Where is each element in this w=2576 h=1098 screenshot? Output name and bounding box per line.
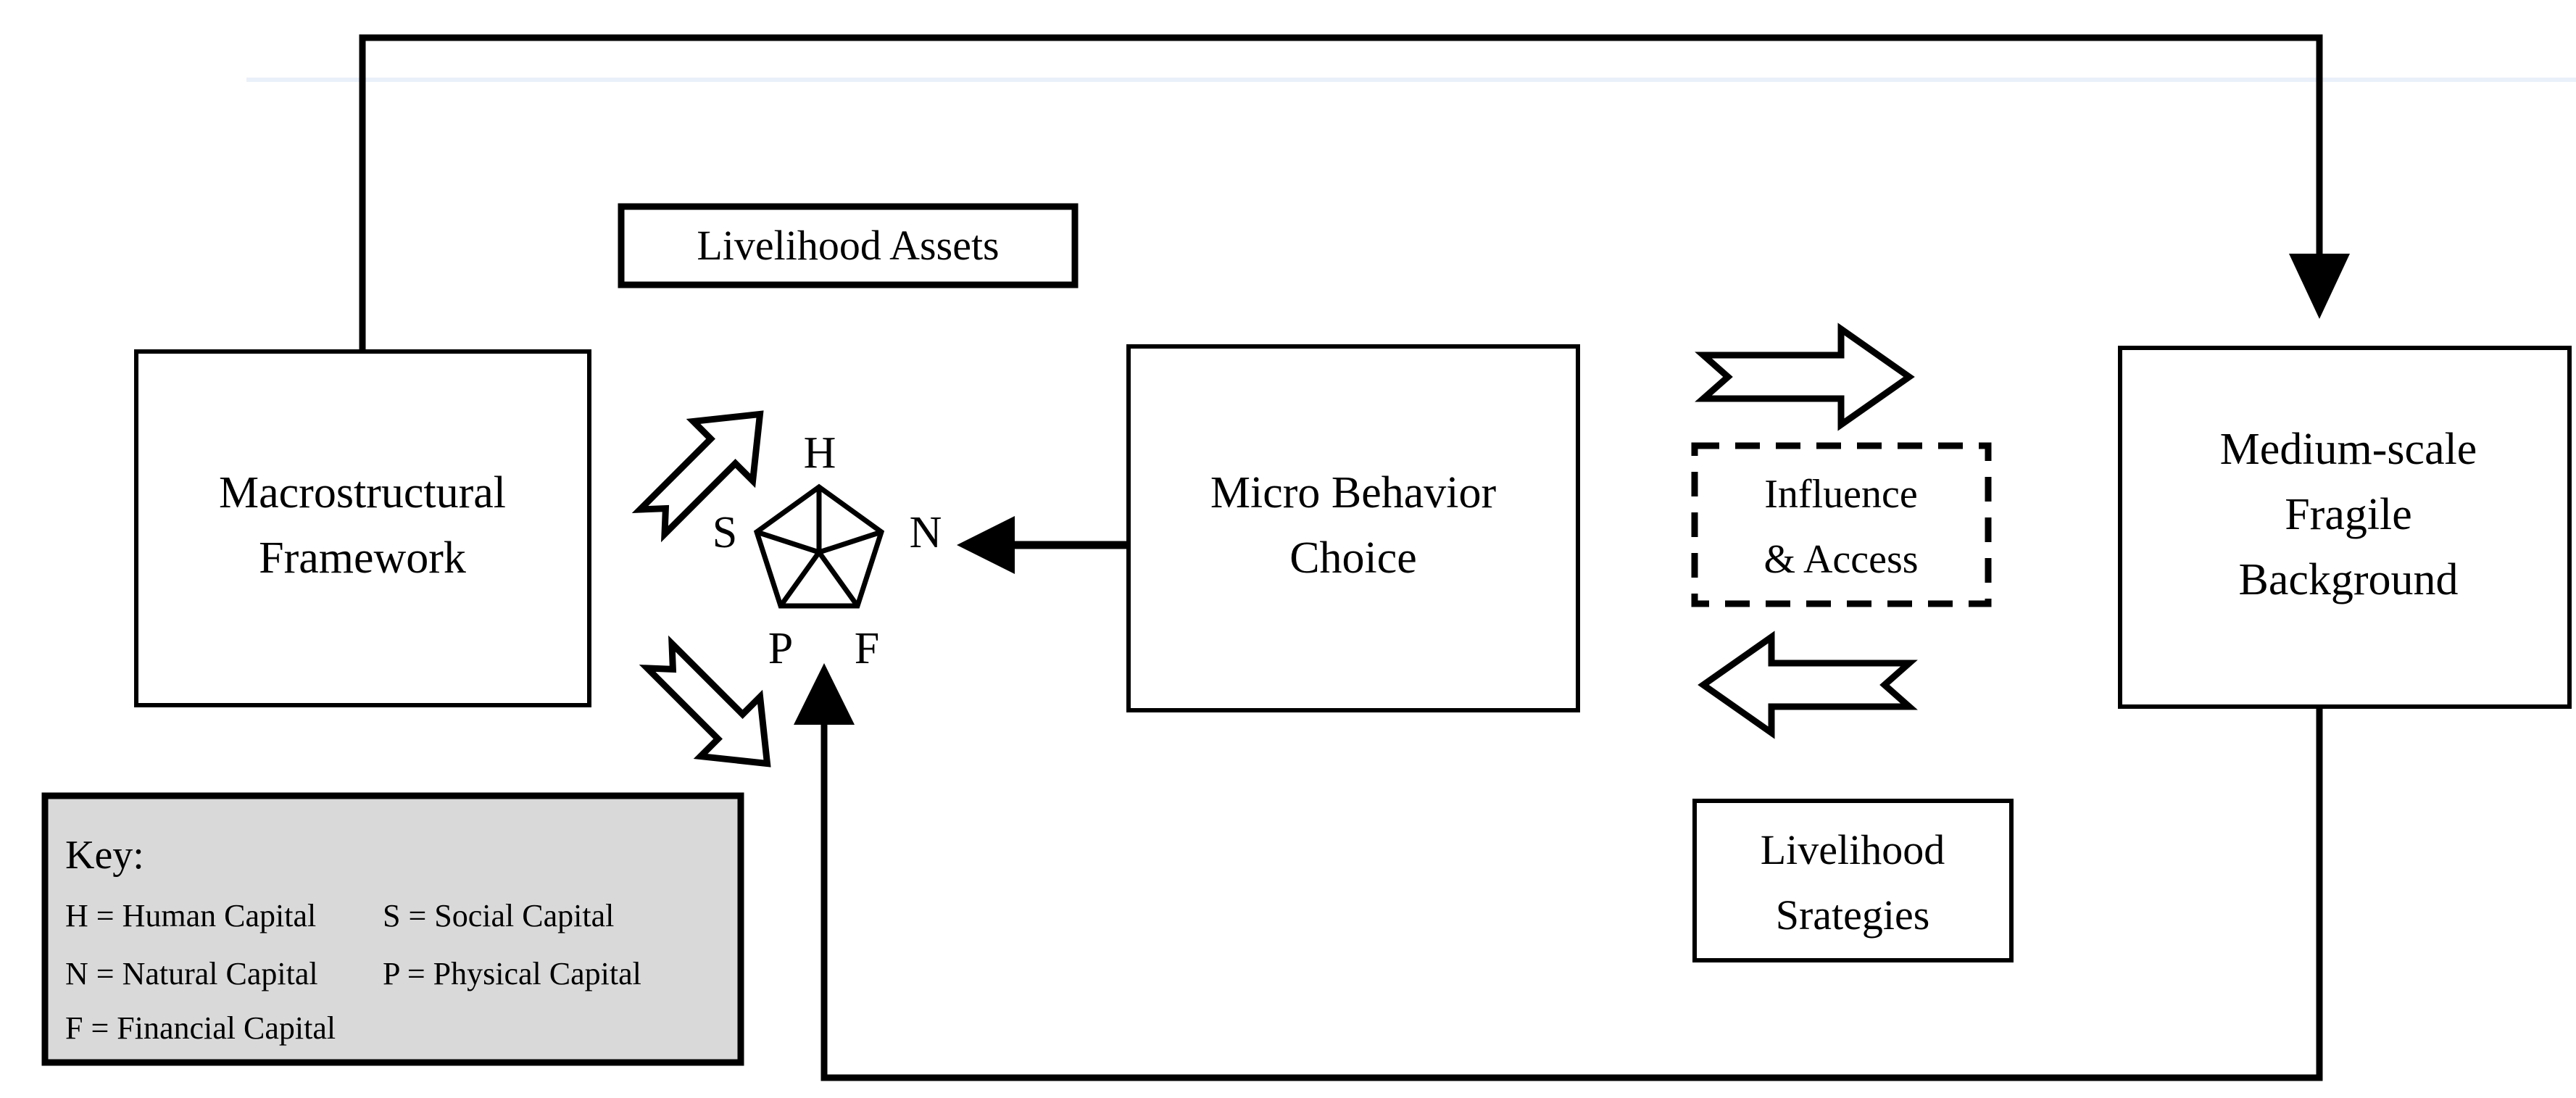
hollow-arrow-left xyxy=(1698,631,1918,739)
medium-scale-box-rect xyxy=(2118,346,2572,709)
pentagon-label-s: S xyxy=(712,508,737,557)
top-loop-arrowhead-icon xyxy=(2289,254,2350,319)
medium-scale-label-line2: Fragile xyxy=(2285,490,2412,539)
medium-scale-label-line3: Background xyxy=(2238,555,2458,604)
livelihood-strategies-box-rect xyxy=(1692,799,2014,962)
macrostructural-label-line1: Macrostructural xyxy=(219,468,506,517)
key-row-1-right: P = Physical Capital xyxy=(383,956,641,991)
key-title: Key: xyxy=(65,833,144,878)
hollow-arrow-up-right xyxy=(631,410,764,543)
hollow-arrow-down-right xyxy=(639,635,771,768)
box-micro-behavior-choice[interactable]: Micro Behavior Choice xyxy=(1126,344,1580,712)
box-influence-access[interactable]: Influence & Access xyxy=(1691,442,1992,607)
hollow-arrow-up-right-shape xyxy=(631,410,764,543)
livelihood-strategies-label-line2: Srategies xyxy=(1776,891,1930,939)
influence-access-label-line2: & Access xyxy=(1763,537,1918,582)
influence-access-label-line1: Influence xyxy=(1764,472,1917,517)
macrostructural-box-rect xyxy=(134,349,591,707)
key-box-rect xyxy=(41,792,744,1066)
micro-behavior-label-line2: Choice xyxy=(1289,533,1417,583)
box-livelihood-assets[interactable]: Livelihood Assets xyxy=(618,203,1079,288)
key-row-0-left: H = Human Capital xyxy=(65,898,316,933)
box-medium-scale-fragile-background[interactable]: Medium-scale Fragile Background xyxy=(2118,346,2572,709)
box-livelihood-strategies[interactable]: Livelihood Srategies xyxy=(1692,799,2014,962)
pentagon-label-p: P xyxy=(768,624,793,673)
hollow-arrow-right xyxy=(1695,323,1915,431)
hollow-arrow-left-shape xyxy=(1698,631,1918,739)
key-row-1-left: N = Natural Capital xyxy=(65,956,318,991)
key-row-2-left: F = Financial Capital xyxy=(65,1010,336,1046)
bottom-loop-arrowhead-icon xyxy=(794,663,855,725)
micro-behavior-box-rect xyxy=(1126,344,1580,712)
livelihood-assets-pentagon: H N F P S xyxy=(712,428,942,673)
pentagon-spoke-n xyxy=(818,529,883,555)
livelihood-assets-box-rect xyxy=(618,203,1079,288)
pentagon-spoke-f xyxy=(817,550,860,608)
key-legend: Key: H = Human Capital S = Social Capita… xyxy=(41,792,744,1066)
micro-to-pentagon-arrowhead-icon xyxy=(957,516,1015,574)
livelihood-strategies-label-line1: Livelihood xyxy=(1761,826,1945,873)
pentagon-label-h: H xyxy=(804,428,836,478)
pentagon-label-f: F xyxy=(855,624,879,673)
medium-scale-label-line1: Medium-scale xyxy=(2220,425,2477,474)
hollow-arrow-right-shape xyxy=(1695,323,1915,431)
micro-behavior-label-line1: Micro Behavior xyxy=(1210,468,1497,517)
pentagon-spoke-s xyxy=(755,529,820,555)
macrostructural-label-line2: Framework xyxy=(259,533,466,583)
influence-access-dashed-rect xyxy=(1691,442,1992,607)
top-loop-connector xyxy=(359,34,2323,355)
hollow-arrow-down-right-shape xyxy=(639,635,771,768)
key-row-0-right: S = Social Capital xyxy=(383,898,614,933)
pentagon-label-n: N xyxy=(910,508,942,557)
pentagon-outline xyxy=(753,483,885,609)
pentagon-spoke-p xyxy=(778,550,821,608)
bottom-loop-connector xyxy=(820,681,2323,1081)
box-macrostructural-framework[interactable]: Macrostructural Framework xyxy=(134,349,591,707)
livelihood-assets-label: Livelihood Assets xyxy=(697,222,999,269)
